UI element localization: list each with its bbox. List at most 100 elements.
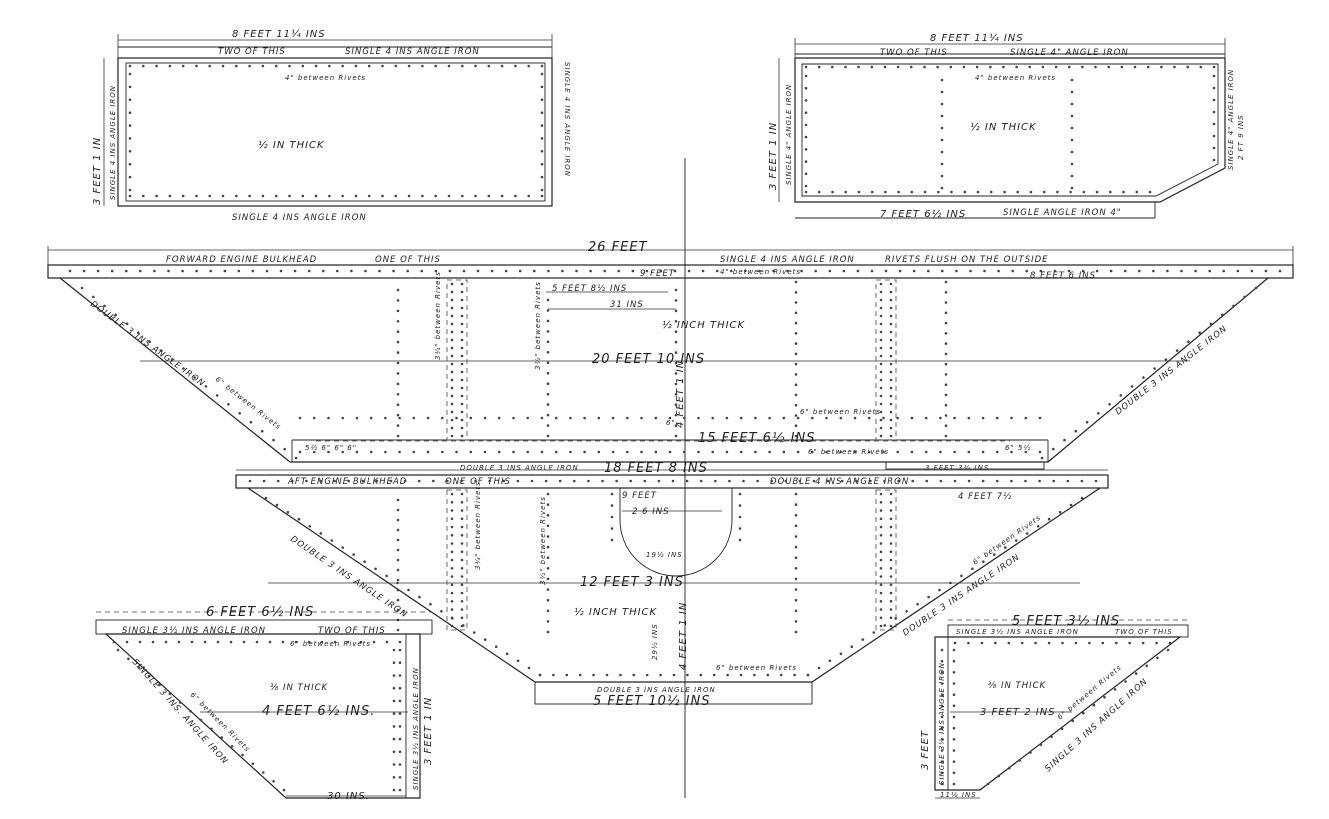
rivet <box>398 712 402 715</box>
rivet <box>889 298 893 302</box>
rivet <box>396 330 400 334</box>
rivet <box>879 378 883 382</box>
rivet <box>128 124 132 127</box>
right-angle-iron: DOUBLE 3 INS ANGLE IRON <box>1114 324 1230 418</box>
rivet <box>739 450 743 454</box>
bottom-right-dimension: 3 FEET 3¼ INS <box>925 464 989 472</box>
rivet <box>546 503 550 506</box>
rivet <box>381 64 384 68</box>
rivet <box>601 479 604 483</box>
rivet <box>1038 479 1041 483</box>
rivet <box>396 598 400 602</box>
rivet <box>384 450 387 454</box>
bottom-rivet-note: 6" between Rivets <box>808 448 889 456</box>
rivet <box>372 640 376 644</box>
rivet <box>952 749 956 752</box>
width-dimension: 6 FEET 6½ INS <box>206 605 314 620</box>
rivet <box>265 269 269 273</box>
rivet <box>869 479 872 483</box>
rivet <box>1024 479 1027 483</box>
rivet <box>398 640 402 644</box>
rivet <box>610 538 614 542</box>
rivet <box>286 510 290 514</box>
rivet <box>502 479 506 483</box>
right-angle-iron: SINGLE 4 INS ANGLE IRON <box>563 62 571 177</box>
dimension-12ft: 12 FEET 3 INS <box>580 575 684 590</box>
rivet <box>322 269 325 273</box>
rivet <box>546 434 550 438</box>
rivet <box>181 269 184 273</box>
rivet <box>355 450 359 454</box>
rivet <box>450 616 454 620</box>
rivet <box>952 715 956 719</box>
rivet <box>715 269 719 273</box>
rivet <box>276 479 280 483</box>
rivet <box>825 416 828 420</box>
rivet <box>738 492 742 496</box>
rivet <box>840 479 844 483</box>
rivet <box>450 338 454 342</box>
dimension-26: 2 6 INS <box>632 507 669 517</box>
rivet <box>949 65 953 69</box>
rivet <box>392 725 396 728</box>
rivet <box>940 782 944 786</box>
rivet <box>867 416 871 420</box>
rivet <box>889 509 893 512</box>
rivet <box>936 65 939 69</box>
dimension-9ft: 9 FEET <box>640 269 675 279</box>
rivet <box>1063 438 1066 442</box>
rivet <box>711 450 714 454</box>
bottom-dimension: 30 INS. <box>327 791 370 802</box>
rivet <box>844 65 847 69</box>
rivet <box>341 416 345 420</box>
rivet <box>879 282 883 286</box>
rivet <box>944 393 948 397</box>
rivet <box>540 416 544 420</box>
plate-outline <box>934 636 1182 791</box>
rivet <box>1080 496 1084 500</box>
rivet <box>937 190 940 194</box>
rivet <box>396 498 400 502</box>
rivet <box>396 309 400 313</box>
rivet <box>940 186 944 190</box>
rivet <box>1070 150 1074 154</box>
rivet <box>394 194 398 198</box>
rivet <box>363 560 366 563</box>
rivet <box>125 322 129 326</box>
rivet <box>967 450 971 454</box>
rivet <box>944 301 948 304</box>
dimension-5ft: 5 FEET 8½ INS <box>552 284 627 294</box>
rivet <box>725 450 729 454</box>
rivet <box>242 640 246 644</box>
rivet <box>879 542 883 545</box>
rivet <box>189 710 192 713</box>
rivet <box>328 194 331 198</box>
rivet <box>640 416 643 420</box>
rivet <box>738 538 742 542</box>
rivet <box>939 416 942 420</box>
rivet <box>1156 656 1159 660</box>
rivet <box>540 450 544 454</box>
rivet <box>725 416 729 420</box>
rivet <box>455 450 458 454</box>
rivet <box>1016 190 1019 194</box>
rivet <box>426 450 430 454</box>
rivet <box>540 64 544 68</box>
rivet-spacing-left: 5½ 6" 6" 6" <box>305 444 357 452</box>
rivet <box>450 354 454 358</box>
rivet <box>952 682 956 685</box>
rivet <box>879 608 883 611</box>
rivet <box>392 674 396 677</box>
rivet <box>1250 269 1254 273</box>
rivet <box>460 314 464 318</box>
rivet <box>879 418 883 422</box>
rivet <box>828 269 832 273</box>
rivet <box>328 64 331 68</box>
rivet <box>879 322 883 326</box>
rivet <box>341 450 345 454</box>
rivet <box>450 386 454 390</box>
rivet <box>967 479 971 483</box>
rivet <box>730 269 733 273</box>
rivet <box>320 640 324 644</box>
rivet <box>396 581 399 585</box>
